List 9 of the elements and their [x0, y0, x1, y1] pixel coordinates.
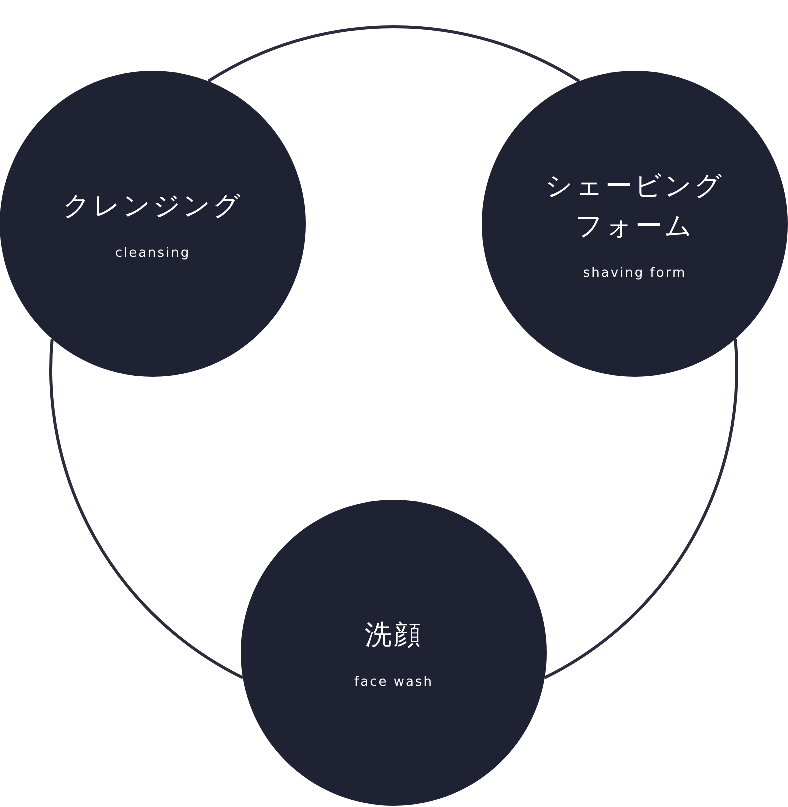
ring-arc — [50, 339, 244, 680]
ring-arc — [208, 26, 580, 83]
ring-arc — [544, 339, 738, 680]
node-subtitle: shaving form — [583, 266, 687, 281]
node-title: クレンジング — [63, 190, 243, 224]
node-subtitle: face wash — [354, 675, 434, 690]
node-title: 洗顔 — [365, 618, 423, 653]
node-title: シェービングフォーム — [545, 170, 725, 244]
node-subtitle: cleansing — [115, 246, 191, 262]
